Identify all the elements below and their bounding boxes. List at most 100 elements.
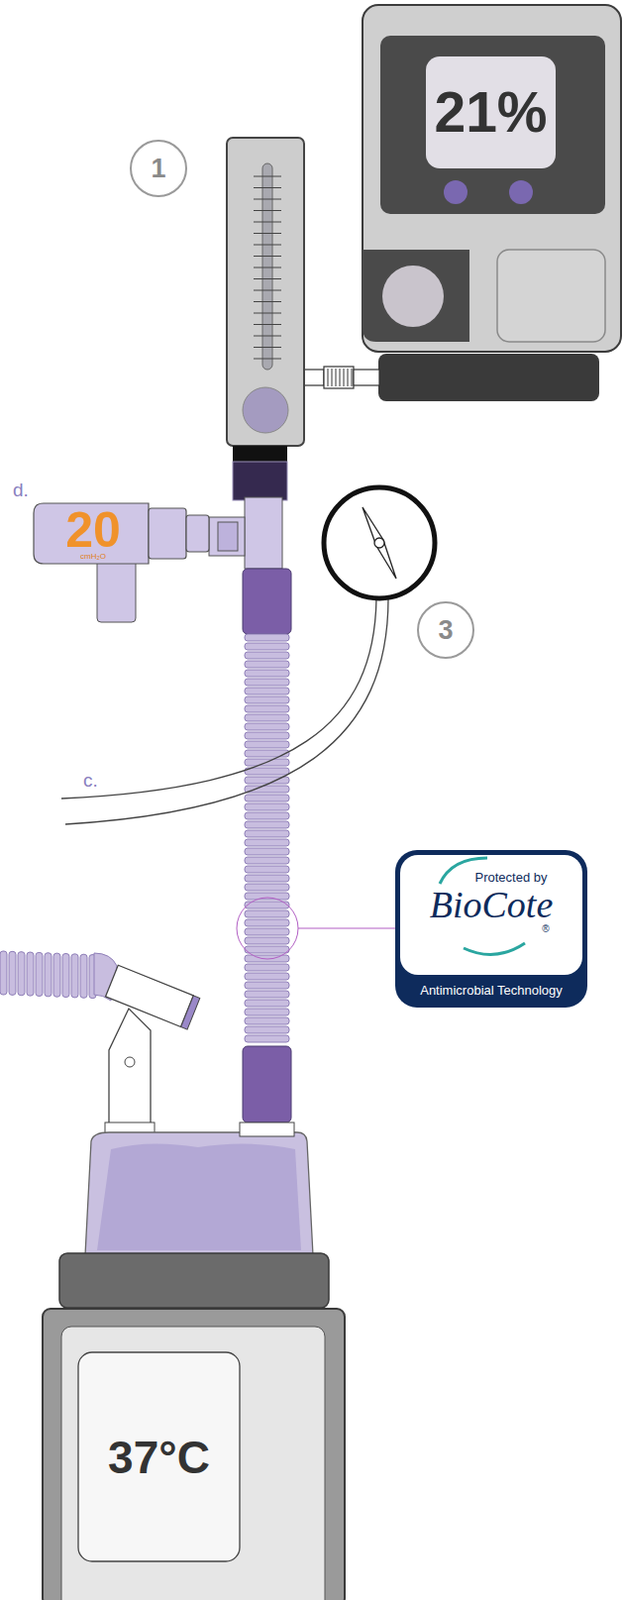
outlet: [232, 445, 288, 462]
tube-rib: [62, 953, 70, 998]
pressure-unit: cmH₂O: [80, 552, 106, 561]
tube-rib: [244, 651, 290, 659]
knurl-line: [343, 368, 345, 387]
tube-rib: [244, 972, 290, 980]
scale-tick: [253, 301, 282, 303]
gauge-dial: [323, 487, 435, 599]
badge-tagline: Protected by: [475, 869, 548, 886]
heater-collar: [59, 1252, 329, 1308]
analyser-button: [443, 180, 468, 205]
scale-tick: [253, 267, 282, 269]
scale-tick: [253, 244, 282, 246]
analyser-panel: [380, 35, 606, 214]
scale-tick: [253, 358, 282, 360]
connector: [353, 369, 380, 386]
gauge-needle: [362, 507, 397, 579]
gauge-hose: [65, 598, 389, 825]
knurl-line: [327, 368, 329, 387]
tube-rib: [244, 740, 290, 748]
manometer-cap: [186, 515, 209, 552]
tube-cuff: [242, 568, 292, 634]
knurl-line: [331, 368, 333, 387]
highlight-circle: [236, 897, 299, 959]
scale-tick: [253, 209, 282, 211]
scale-tick: [253, 323, 282, 325]
analyser-housing: [362, 4, 622, 352]
tube-rib: [244, 812, 290, 820]
tube-rib: [17, 951, 25, 996]
humidifier: [42, 1122, 345, 1600]
fitting-stand: [108, 1008, 151, 1133]
badge-arc: [463, 942, 525, 954]
tube-rib: [53, 952, 61, 997]
analyser-button: [509, 180, 533, 205]
tube-rib: [244, 669, 290, 677]
oxygen-analyser: [362, 4, 622, 402]
analyser-lower-panel: [497, 249, 606, 342]
callout-circle: 3: [416, 601, 475, 659]
connector-knurl: [327, 368, 352, 387]
temperature-reading: 37°C: [107, 1434, 210, 1480]
knurl-line: [351, 368, 353, 387]
tube-rib: [244, 847, 290, 855]
tube-rib: [244, 1035, 290, 1042]
manometer-cap: [148, 508, 187, 559]
analyser-mount: [378, 353, 600, 402]
tube-rib: [35, 951, 43, 996]
analyser-lower-panel: [362, 249, 470, 342]
part-letter: c.: [83, 769, 99, 792]
flow-scale: [253, 176, 282, 359]
badge-frame: [395, 849, 588, 1008]
brand-name: BioCote: [429, 885, 554, 924]
tube-rib: [44, 952, 52, 997]
tube-rib: [244, 767, 290, 775]
tube-ribs: [0, 950, 97, 999]
tube-rib: [244, 705, 290, 713]
heater-display: 37°C: [78, 1351, 240, 1561]
tube-rib: [8, 950, 16, 995]
callout-circle: 1: [129, 139, 188, 198]
tube-rib: [244, 910, 290, 918]
badge-panel: [400, 854, 583, 975]
tube-rib: [244, 883, 290, 891]
reading: 21%: [433, 84, 547, 141]
tube-rib: [244, 963, 290, 971]
tube-rib: [244, 919, 290, 927]
pressure-reading: 20: [65, 507, 121, 553]
tube-rib: [244, 830, 290, 837]
tube-rib: [244, 821, 290, 829]
gauge: [61, 487, 435, 825]
analyser-knob: [382, 265, 444, 327]
tube-rib: [244, 856, 290, 864]
scale-tick: [253, 232, 282, 234]
connector: [323, 366, 354, 389]
knurl-line: [339, 368, 341, 387]
tube-rib: [244, 981, 290, 989]
tube-rib: [244, 794, 290, 802]
tube-rib: [0, 950, 7, 995]
heater-panel: [61, 1326, 325, 1600]
tube-rib: [244, 687, 290, 695]
inspiratory-limb: [0, 950, 201, 1135]
callout-number: 1: [150, 155, 166, 183]
scale-tick: [253, 335, 282, 337]
tube-rib: [244, 731, 290, 739]
registered-mark: ®: [541, 923, 549, 935]
humidifier-chamber: [85, 1132, 313, 1255]
gauge-hose: [61, 598, 377, 799]
tube-rib: [244, 723, 290, 730]
gauge-pivot: [374, 537, 385, 548]
scale-tick: [253, 176, 282, 178]
tube-rib: [244, 838, 290, 846]
corrugated-tube: [242, 568, 292, 1123]
manometer-readout: 20cmH₂O: [41, 503, 145, 564]
tube-rib: [244, 1017, 290, 1025]
tube-rib: [244, 936, 290, 944]
tube-ribs: [244, 633, 290, 1042]
tube-rib: [244, 660, 290, 668]
biocote-badge: Protected byBioCote®Antimicrobial Techno…: [395, 849, 588, 1008]
analyser-screen: 21%: [425, 56, 556, 169]
chamber-fitting: [105, 964, 201, 1030]
scale-tick: [253, 290, 282, 292]
flowmeter: [226, 137, 305, 501]
